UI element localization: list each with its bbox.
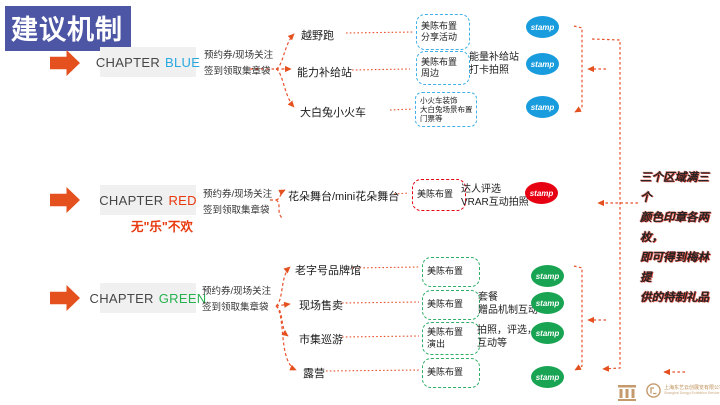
- green-info-line2: 签到领取集章袋: [202, 302, 269, 313]
- branch-label: 能力补给站: [297, 67, 352, 79]
- deco-box: 小火车装饰 大白兔场景布置 门票等: [415, 92, 477, 127]
- blue-info-line1: 预约券/现场关注: [204, 50, 274, 61]
- deco-box-line: 周边: [421, 68, 440, 78]
- branch-note-line: 互动等: [477, 338, 507, 349]
- deco-box: 美陈布置: [422, 358, 480, 388]
- deco-box-line: 美陈布置: [417, 189, 454, 200]
- branch-note-line: 达人评选: [461, 184, 501, 195]
- deco-box-line: 分享活动: [421, 32, 458, 42]
- chapter-red-bar: CHAPTER RED: [99, 185, 197, 215]
- stamp-badge: stamp: [531, 265, 564, 287]
- deco-box: 美陈布置: [422, 290, 480, 320]
- green-info-line1: 预约券/现场关注: [202, 286, 272, 297]
- branch-label: 花朵舞台/mini花朵舞台: [288, 191, 400, 203]
- page-title: 建议机制: [5, 6, 131, 51]
- deco-box: 美陈布置 分享活动: [416, 14, 470, 50]
- deco-box-line: 美陈布置: [427, 327, 464, 337]
- branch-note-line: 拍照，评选，: [477, 325, 537, 336]
- deco-box-line: 小火车装饰: [420, 96, 458, 105]
- arrow-icon: [50, 50, 80, 76]
- reward-note-line: 三个区域满三个: [640, 172, 709, 204]
- branch-note-line: 打卡拍照: [469, 65, 509, 76]
- chapter-label: CHAPTER: [95, 54, 161, 70]
- branch-note: 能量补给站 打卡拍照: [469, 51, 519, 77]
- branch-note-line: 套餐: [478, 292, 498, 303]
- stamp-badge: stamp: [531, 366, 564, 388]
- reward-note-line: 供的特制礼品: [640, 292, 709, 304]
- deco-box-line: 美陈布置: [421, 20, 458, 31]
- deco-box: 美陈布置: [422, 257, 480, 287]
- blue-info-line2: 签到领取集章袋: [204, 66, 271, 77]
- deco-box: 美陈布置 周边: [416, 51, 470, 85]
- deco-box-line: 美陈布置: [421, 56, 458, 67]
- chapter-label: CHAPTER: [89, 290, 154, 306]
- company-seal-icon: [646, 383, 661, 398]
- deco-box: 美陈布置 演出: [422, 322, 480, 355]
- stamp-badge: stamp: [526, 96, 559, 118]
- red-tagline: 无"乐"不欢: [131, 220, 193, 234]
- chapter-color-word: BLUE: [165, 54, 201, 70]
- stamp-badge: stamp: [526, 16, 559, 38]
- branch-note: 拍照，评选， 互动等: [477, 324, 537, 350]
- red-info-line1: 预约券/现场关注: [203, 189, 273, 200]
- stamp-badge: stamp: [531, 322, 564, 344]
- stamp-badge: stamp: [525, 182, 558, 204]
- deco-box-line: 演出: [427, 338, 446, 349]
- reward-note-line: 颜色印章各两枚，: [640, 212, 709, 244]
- branch-note-line: 赠品机制互动: [478, 305, 538, 316]
- branch-label: 大白兔小火车: [300, 107, 366, 119]
- red-fanout-lines: [270, 189, 286, 219]
- reward-note: 三个区域满三个 颜色印章各两枚， 即可得到梅林提 供的特制礼品: [640, 168, 720, 308]
- stamp-badge: stamp: [526, 53, 559, 75]
- chapter-blue-bar: CHAPTER BLUE: [96, 47, 200, 77]
- building-logo-icon: [618, 385, 636, 401]
- branch-label: 露营: [303, 368, 325, 380]
- chapter-green-bar: CHAPTER GREEN: [90, 283, 206, 313]
- deco-box-line: 门票等: [420, 114, 443, 123]
- branch-note: 套餐 赠品机制互动: [478, 291, 538, 317]
- branch-label: 现场售卖: [299, 300, 343, 312]
- chapter-color-word: GREEN: [158, 290, 207, 306]
- reward-note-line: 即可得到梅林提: [640, 252, 709, 284]
- arrow-icon: [50, 187, 80, 213]
- branch-note-line: 能量补给站: [469, 52, 519, 63]
- branch-note: 达人评选 VRAR互动拍照: [461, 183, 529, 209]
- stamp-badge: stamp: [531, 292, 564, 314]
- branch-note-line: VRAR互动拍照: [461, 197, 529, 208]
- chapter-label: CHAPTER: [99, 192, 164, 208]
- deco-box-line: 美陈布置: [427, 266, 464, 277]
- branch-label: 越野跑: [301, 30, 334, 42]
- green-fanout-lines: [275, 266, 297, 371]
- red-info-line2: 签到领取集章袋: [203, 205, 270, 216]
- branch-label: 市集巡游: [299, 334, 343, 346]
- deco-box-line: 大白兔场景布置: [420, 105, 473, 114]
- deco-box-line: 美陈布置: [427, 367, 464, 378]
- branch-label: 老字号品牌馆: [295, 265, 361, 277]
- company-name-en: Shanghai Dongyi Exhibition Service Co.,L…: [664, 391, 720, 395]
- chapter-color-word: RED: [168, 192, 197, 208]
- company-name-cn: 上海东艺云创展览有限公司: [664, 385, 720, 391]
- arrow-icon: [50, 285, 80, 311]
- deco-box: 美陈布置: [412, 179, 466, 211]
- deco-box-line: 美陈布置: [427, 299, 464, 310]
